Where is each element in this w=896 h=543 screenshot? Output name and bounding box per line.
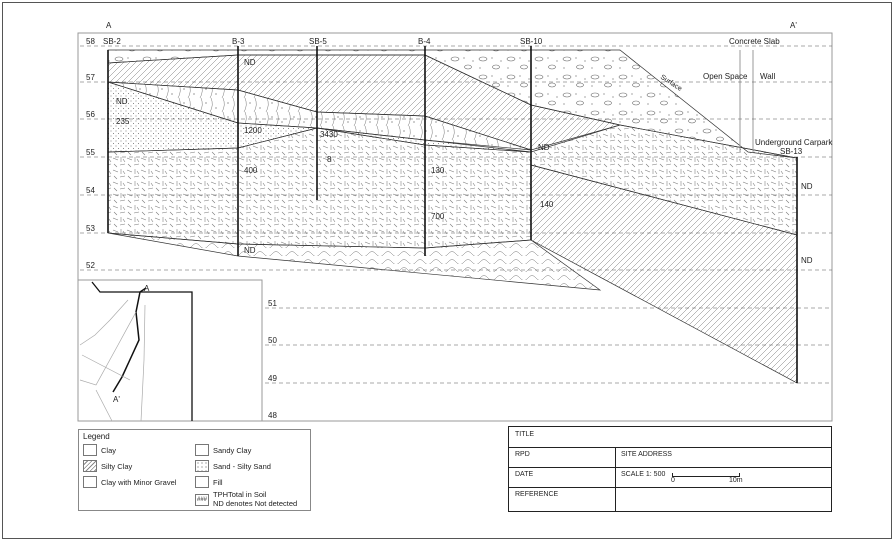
legend-label: Fill: [213, 477, 223, 487]
wall-label: Wall: [760, 72, 775, 81]
rpd-label: RPD: [515, 451, 530, 458]
fill-swatch-icon: [195, 476, 209, 488]
tph-value: 3430: [320, 130, 338, 139]
elev-53: 53: [86, 224, 95, 233]
inset-label-a-prime: A': [113, 395, 120, 404]
scale-end: 10m: [729, 477, 743, 484]
legend-item-clay: Clay: [83, 444, 116, 456]
legend-label: Silty Clay: [101, 461, 133, 471]
tph-symbol-icon: ###: [195, 494, 209, 506]
section-frame: [77, 32, 833, 422]
title-label: TITLE: [515, 431, 535, 438]
nd-note: ND denotes Not detected: [213, 499, 298, 508]
tph-value: ND: [244, 58, 256, 67]
borehole-sb13: SB-13: [780, 147, 803, 156]
sand-swatch-icon: [195, 460, 209, 472]
tph-value: 235: [116, 117, 130, 126]
legend-item-sandy-clay: Sandy Clay: [195, 444, 251, 456]
borehole-sb5: SB-5: [309, 37, 327, 46]
tph-value: 140: [540, 200, 554, 209]
elev-48: 48: [268, 411, 277, 420]
elev-52: 52: [86, 261, 95, 270]
site-address: SITE ADDRESS: [621, 451, 672, 458]
tph-value: ND: [801, 182, 813, 191]
tph-value: ND: [538, 143, 550, 152]
scale-bar: [672, 473, 740, 477]
title-block: TITLE RPD SITE ADDRESS DATE SCALE 1: 500…: [508, 426, 832, 512]
concrete-slab-label: Concrete Slab: [729, 37, 780, 46]
section-start-label: A: [106, 21, 112, 30]
elevation-gridlines: [80, 45, 832, 384]
scale-label: SCALE 1: 500: [621, 471, 666, 478]
elev-58: 58: [86, 37, 95, 46]
section-end-label: A': [790, 21, 797, 30]
inset-site-map: A A': [77, 279, 263, 422]
borehole-sb10: SB-10: [520, 37, 543, 46]
legend-label: Clay: [101, 445, 117, 455]
tph-value: 130: [431, 166, 445, 175]
sandy-clay-swatch-icon: [195, 444, 209, 456]
legend-label: Sandy Clay: [213, 445, 252, 455]
clay-swatch-icon: [83, 444, 97, 456]
borehole-lines: [107, 46, 798, 383]
tph-value: ND: [244, 246, 256, 255]
elev-50: 50: [268, 336, 277, 345]
legend: Legend Clay Silty Clay Clay with Minor G…: [78, 429, 311, 511]
tph-value: 400: [244, 166, 258, 175]
legend-label: Sand - Silty Sand: [213, 461, 271, 471]
open-space-label: Open Space: [703, 72, 748, 81]
legend-item-fill: Fill: [195, 476, 223, 488]
elevation-labels: 58 57 56 55 54 53 52 51 50 49 48: [86, 37, 277, 420]
carpark-label: Underground Carpark: [755, 138, 833, 147]
elev-57: 57: [86, 73, 95, 82]
tph-value: ND: [801, 256, 813, 265]
tph-label: TPHTotal in Soil: [213, 490, 267, 499]
date-label: DATE: [515, 471, 534, 478]
reference-label: REFERENCE: [515, 491, 559, 498]
silty-clay-swatch-icon: [83, 460, 97, 472]
legend-label: Clay with Minor Gravel: [101, 477, 177, 487]
borehole-b4: B-4: [418, 37, 431, 46]
legend-title: Legend: [83, 432, 110, 441]
tph-value: 1200: [244, 126, 262, 135]
elev-51: 51: [268, 299, 277, 308]
borehole-sb2: SB-2: [103, 37, 121, 46]
elev-54: 54: [86, 186, 95, 195]
elev-55: 55: [86, 148, 95, 157]
borehole-b3: B-3: [232, 37, 245, 46]
scale-start: 0: [671, 477, 675, 484]
tph-value: 700: [431, 212, 445, 221]
legend-item-sand: Sand - Silty Sand: [195, 460, 271, 472]
legend-item-clay-gravel: Clay with Minor Gravel: [83, 476, 176, 488]
legend-item-silty-clay: Silty Clay: [83, 460, 132, 472]
clay-gravel-swatch-icon: [83, 476, 97, 488]
wall-lines: [739, 50, 754, 152]
inset-label-a: A: [144, 284, 150, 293]
tph-value: 8: [327, 155, 332, 164]
tph-value: ND: [116, 97, 128, 106]
elev-56: 56: [86, 110, 95, 119]
elev-49: 49: [268, 374, 277, 383]
